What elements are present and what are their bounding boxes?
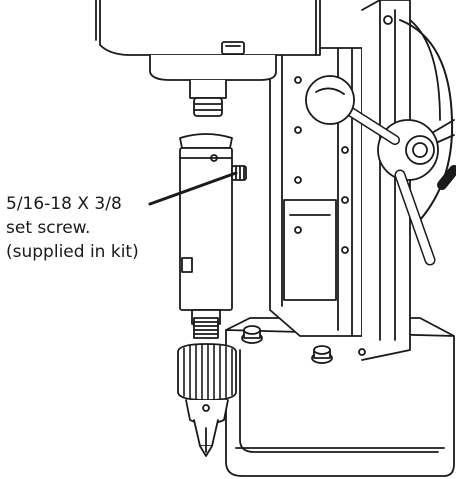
callout-line-3: (supplied in kit): [6, 242, 139, 262]
magnetic-base: [225, 329, 455, 477]
extension-adaptor: [179, 133, 247, 339]
callout-line-1: 5/16-18 X 3/8: [6, 194, 122, 214]
adaptor-body: [179, 147, 233, 311]
spindle-nose: [189, 79, 227, 99]
motor-housing: [99, 0, 321, 56]
drill-stand: [95, 0, 456, 477]
leader-line: [148, 171, 238, 206]
drill-chuck: [177, 343, 237, 457]
callout-line-2: set screw.: [6, 218, 91, 238]
rear-upright: [361, 0, 411, 361]
base-bolts: [241, 325, 366, 364]
set-screw-callout: 5/16-18 X 3/8 set screw. (supplied in ki…: [6, 192, 166, 264]
handle-loop: [399, 19, 454, 221]
capstan-ball: [305, 75, 355, 125]
